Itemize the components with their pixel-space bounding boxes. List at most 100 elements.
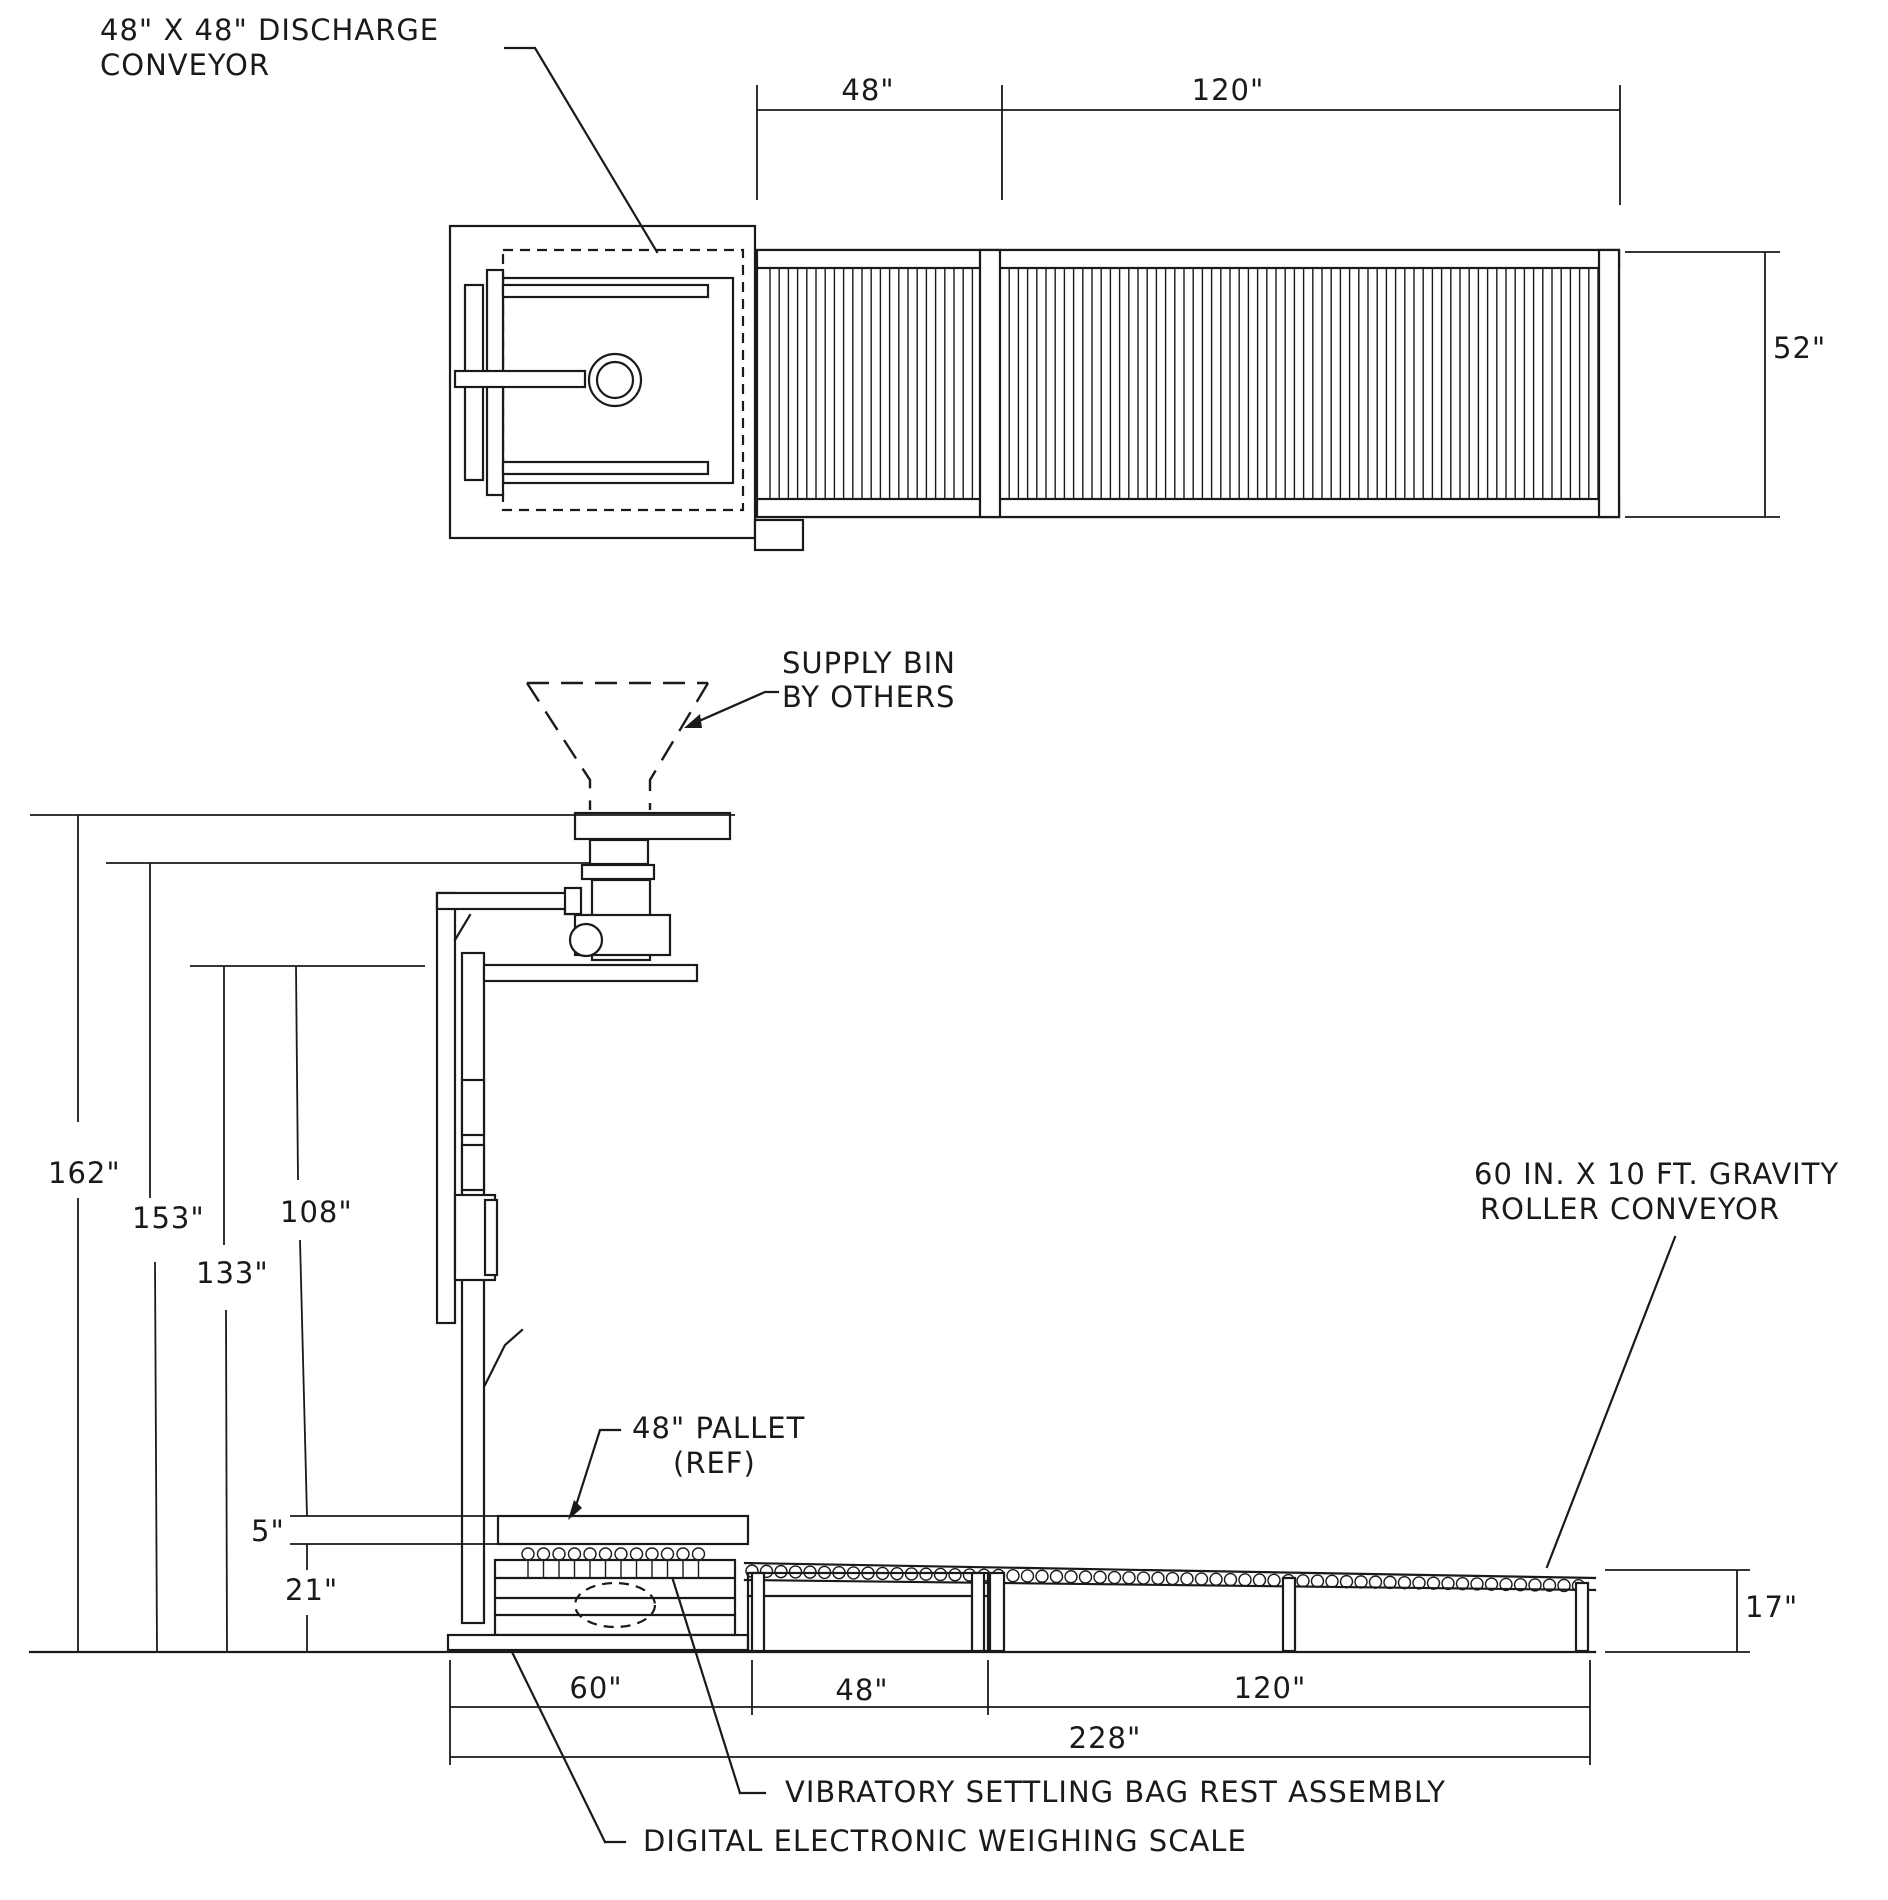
weighing-scale-label: DIGITAL ELECTRONIC WEIGHING SCALE (643, 1824, 1247, 1858)
gravity-roller (933, 1567, 948, 1582)
carriage-arm-top (501, 283, 710, 299)
dim-228-label: 228" (1069, 1721, 1142, 1755)
pallet (496, 1514, 750, 1546)
gravity-roller (948, 1568, 962, 1582)
gravity-roller (1267, 1573, 1281, 1588)
frame-lower-arm (482, 963, 699, 983)
plan-dim-52-label: 52" (1773, 331, 1826, 365)
gravity-conveyor-leader (1545, 1235, 1677, 1569)
gravity-leg-5 (1574, 1581, 1590, 1653)
gravity-roller (1383, 1575, 1397, 1590)
gravity-roller (1020, 1569, 1035, 1583)
gravity-roller (1122, 1571, 1136, 1585)
gravity-conveyor-label-line2: ROLLER CONVEYOR (1480, 1192, 1780, 1226)
supply-bin-label-line2: BY OTHERS (782, 680, 955, 714)
gravity-roller (1339, 1574, 1354, 1589)
gravity-roller (1223, 1572, 1238, 1587)
gravity-roller (1194, 1572, 1209, 1586)
gravity-roller (1180, 1572, 1194, 1586)
column-slide-1 (460, 1078, 486, 1137)
frame-arm-clamp (563, 886, 583, 916)
frame-upper-arm (435, 891, 579, 911)
gravity-roller (1441, 1576, 1455, 1591)
pallet-label-line1: 48" PALLET (632, 1411, 805, 1445)
weighing-scale-base (446, 1633, 750, 1652)
vibratory-bag-rest-label: VIBRATORY SETTLING BAG REST ASSEMBLY (785, 1775, 1446, 1809)
dim-153-label: 153" (132, 1201, 205, 1235)
bag-rest-roller (521, 1547, 535, 1561)
supply-bin-label-line1: SUPPLY BIN (782, 646, 956, 680)
fill-spout-outer (587, 352, 643, 408)
supply-bin-right (648, 682, 710, 810)
plan-conveyor-splice (978, 248, 1002, 519)
carriage-arm-middle (453, 369, 587, 389)
bag-rest-rollers (521, 1547, 706, 1578)
elevation-view: SUPPLY BIN BY OTHERS 48" PALLET (REF) (28, 646, 1839, 1858)
gravity-roller (1470, 1577, 1484, 1591)
bag-rest-roller (552, 1547, 566, 1561)
dim-21-label: 21" (285, 1573, 338, 1607)
gravity-roller (1310, 1574, 1325, 1588)
supply-bin-left (525, 682, 592, 810)
vibratory-leader (671, 1578, 742, 1795)
dim-line-108-upper (295, 965, 299, 1181)
dim-108-label: 108" (280, 1195, 353, 1229)
gravity-roller (1165, 1571, 1180, 1586)
gravity-roller (1107, 1570, 1122, 1585)
bag-rest-roller (691, 1547, 706, 1561)
dim-120-bottom-label: 120" (1234, 1671, 1307, 1705)
vibrator-motor (573, 1581, 657, 1629)
gravity-leg-4 (1281, 1576, 1297, 1653)
filler-head-flange (580, 863, 656, 881)
plan-conveyor-rail-bottom (755, 497, 1621, 519)
supply-bin-arrowhead (684, 714, 702, 728)
gravity-roller (1499, 1577, 1513, 1592)
gravity-roller (1325, 1574, 1339, 1589)
gravity-roller (1296, 1574, 1310, 1588)
dim-line-153-lower (154, 1261, 158, 1653)
plan-roller-conveyor (755, 248, 1621, 519)
dim-5-label: 5" (251, 1514, 285, 1548)
gravity-leg-3 (988, 1571, 1006, 1653)
gravity-roller (1093, 1570, 1107, 1584)
dim-line-108-lower (299, 1239, 308, 1517)
gravity-roller (1238, 1573, 1252, 1587)
pallet-leader (571, 1428, 622, 1517)
gravity-roller (1049, 1569, 1064, 1584)
gravity-roller (1252, 1573, 1267, 1587)
gravity-roller (1078, 1570, 1093, 1584)
gravity-roller-conveyor (743, 1561, 1597, 1653)
gravity-roller (1542, 1578, 1557, 1592)
gravity-conveyor-label-line1: 60 IN. X 10 FT. GRAVITY (1474, 1157, 1839, 1191)
column-slide-2 (460, 1143, 486, 1192)
gravity-roller (1354, 1575, 1368, 1589)
plan-motor-box (753, 518, 805, 552)
gravity-roller (1557, 1578, 1571, 1593)
bag-rest-roller (598, 1547, 613, 1561)
plan-conveyor-end (1597, 248, 1621, 519)
gravity-roller (774, 1564, 788, 1579)
filler-head-collar (588, 838, 650, 866)
plan-dim-120-label: 120" (1192, 73, 1265, 107)
gravity-rollers (745, 1564, 1586, 1593)
frame-brace (453, 913, 472, 942)
gravity-conveyor-rail-top (743, 1561, 1597, 1580)
bag-rest-roller (536, 1547, 551, 1561)
vibratory-bag-rest-assembly (493, 1547, 737, 1637)
bag-rest-roller (660, 1547, 675, 1561)
pallet-label-line2: (REF) (673, 1446, 756, 1480)
discharge-leader-line (503, 46, 659, 254)
supply-bin-leader (688, 690, 780, 727)
bag-rest-roller (629, 1547, 644, 1561)
gravity-roller (1136, 1571, 1151, 1585)
dim-60-label: 60" (569, 1671, 622, 1705)
dim-line-133-lower (225, 1309, 228, 1653)
frame-column-outer (435, 891, 457, 1325)
gravity-roller (1455, 1576, 1470, 1591)
scale-leader (510, 1650, 607, 1844)
gravity-roller (1368, 1575, 1383, 1589)
filler-top-plate (573, 811, 732, 841)
dim-162-label: 162" (48, 1156, 121, 1190)
plan-conveyor-frame (755, 248, 1621, 519)
